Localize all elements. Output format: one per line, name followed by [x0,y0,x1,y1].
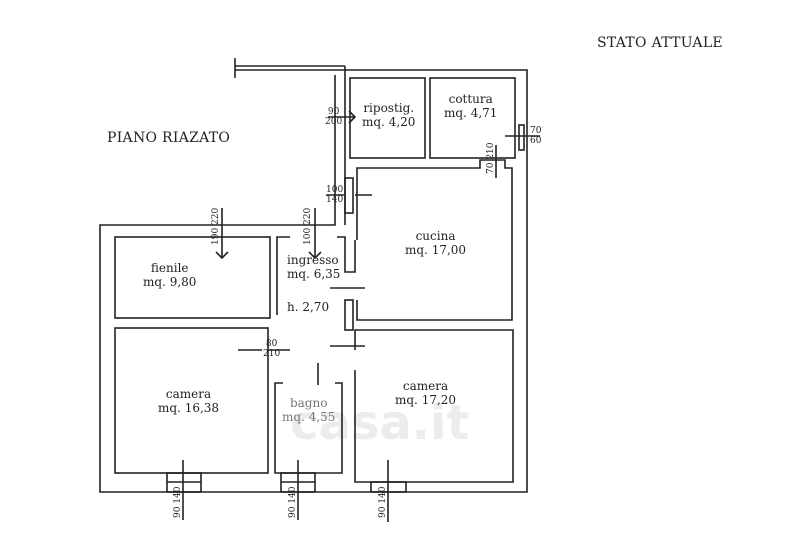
opening-window-3: 90 140 [378,486,388,518]
room-name: ingresso [287,253,339,267]
opening-height: 220 [211,207,221,225]
room-name: camera [165,387,212,401]
wall-pier [344,299,354,331]
room-name: cottura [448,92,493,106]
room-area: mq. 9,80 [143,275,197,289]
opening-height: 140 [378,486,388,504]
opening-window-1: 90 140 [173,486,183,518]
room-name: camera [402,379,449,393]
opening-width: 70 [486,162,496,174]
room-name: bagno [289,396,328,410]
opening-height: 210 [486,142,496,160]
opening-height: 200 [325,117,343,127]
room-camera-right [354,329,514,483]
opening-window-2: 90 140 [288,486,298,518]
opening-height: 140 [288,486,298,504]
window [518,124,525,151]
room-name: fienile [150,261,189,275]
room-fienile [114,236,271,319]
opening-width: 90 [327,107,340,117]
room-cucina [356,159,513,321]
room-area: mq. 17,20 [395,393,457,407]
room-name: cucina [415,229,456,243]
arrow-icon [328,110,357,124]
opening-height: 220 [303,207,313,225]
opening-width: 190 [211,227,221,245]
room-name: ripostig. [363,101,415,115]
room-area: mq. 16,38 [158,401,220,415]
status-title: STATO ATTUALE [597,35,723,51]
opening-cottura-door: 70 210 [486,142,496,174]
arrow-icon [215,208,229,260]
window [344,177,354,214]
wall-ingresso [337,236,356,273]
opening-height: 210 [263,349,281,359]
room-area: mq. 17,00 [405,243,467,257]
opening-width: 100 [303,227,313,245]
arrow-icon [308,208,322,260]
wall-ingresso [276,236,290,315]
opening-height: 140 [326,195,344,205]
ceiling-height: h. 2,70 [287,300,330,314]
room-ripostig [349,77,426,159]
opening-width: 90 [173,506,183,518]
outer-wall [99,69,528,493]
room-area: mq. 4,20 [362,115,416,129]
opening-fienile: 190 220 [211,208,221,245]
room-area: mq. 6,35 [287,267,341,281]
opening-width: 90 [288,506,298,518]
opening-height: 60 [530,136,542,146]
opening-width: 90 [378,506,388,518]
opening-height: 140 [173,486,183,504]
watermark: casa.it [290,395,470,451]
room-area: mq. 4,55 [282,410,336,424]
floor-title: PIANO RIAZATO [107,130,231,146]
opening-width: 100 [326,185,344,195]
room-label-ripostig: ripostig.mq. 4,20 [362,101,415,129]
opening-ingresso: 100 220 [303,208,313,245]
room-cottura [429,77,516,159]
opening-width: 80 [265,339,278,349]
room-area: mq. 4,71 [444,106,498,120]
opening-width: 70 [530,126,542,136]
